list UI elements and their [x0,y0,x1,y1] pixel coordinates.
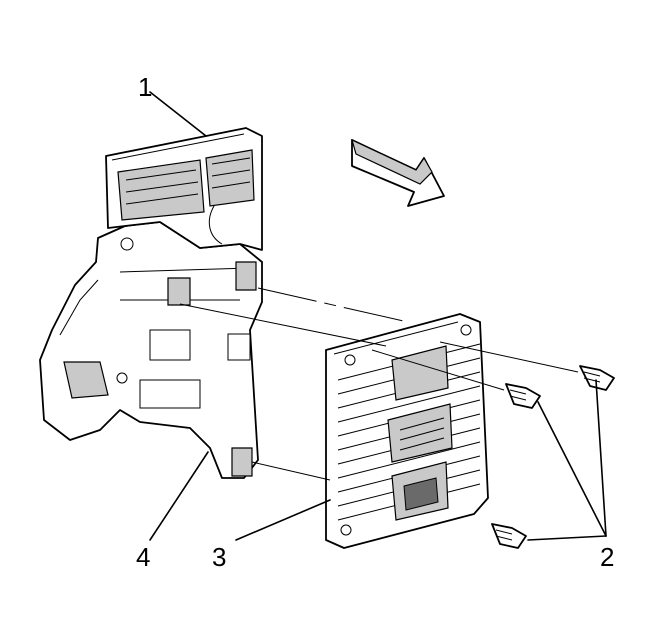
bolt-lower [491,523,527,549]
engine-control-module [325,313,489,549]
leader-lines [149,91,607,541]
bolt-upper [579,365,615,391]
callout-1: 1 [138,72,152,102]
bolt-middle [505,383,541,409]
thick-arrow-down-right-icon [351,138,445,207]
upper-control-module [105,127,263,251]
mounting-bracket [39,207,263,479]
callout-2: 2 [600,542,614,572]
alignment-lines [179,287,579,481]
callout-4: 4 [136,542,150,572]
callout-3: 3 [212,542,226,572]
